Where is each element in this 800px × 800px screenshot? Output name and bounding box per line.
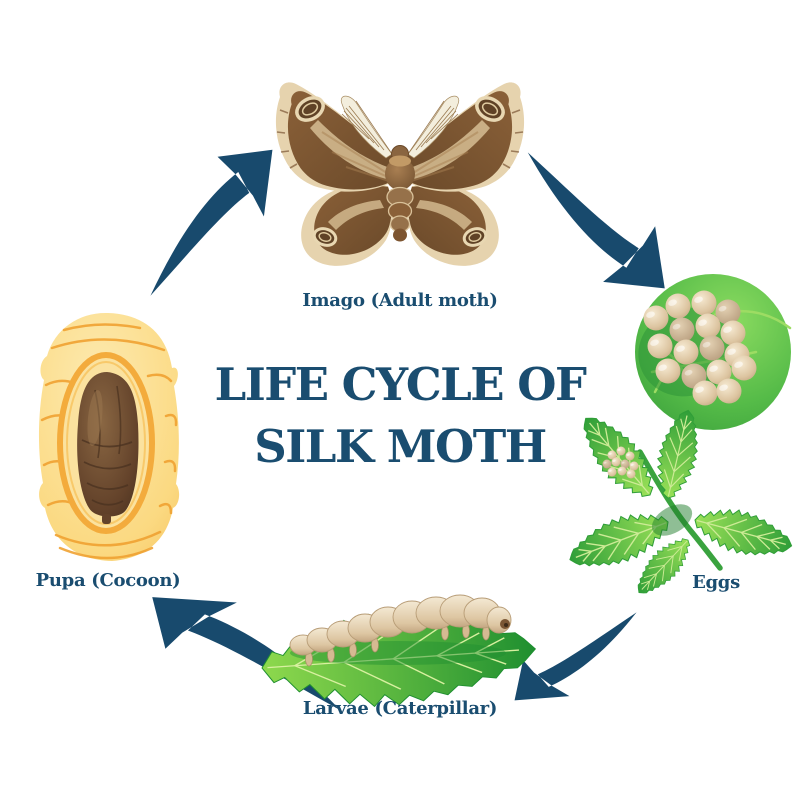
label-imago: Imago (Adult moth) xyxy=(302,290,498,311)
pupa-segment-ridges xyxy=(81,439,133,506)
label-larvae: Larvae (Caterpillar) xyxy=(302,698,498,719)
moth-illustration xyxy=(275,80,526,268)
caterpillar-eye xyxy=(504,623,508,627)
title-line-2: SILK MOTH xyxy=(254,420,547,473)
moth-body xyxy=(385,145,415,242)
moth-forewing-veins xyxy=(321,131,393,183)
moth-hindwing-stripe xyxy=(328,200,384,230)
page-title: LIFE CYCLE OF SILK MOTH xyxy=(0,354,800,478)
moth-right-half xyxy=(402,80,526,268)
pupa-highlight xyxy=(87,390,103,446)
moth-antenna-hatching xyxy=(341,100,393,155)
caterpillar-illustration xyxy=(257,594,540,716)
moth-collar xyxy=(389,155,411,167)
cocoon-illustration xyxy=(38,312,180,561)
title-line-1: LIFE CYCLE OF xyxy=(214,358,587,411)
arrow-pupa-to-imago-icon xyxy=(150,149,273,296)
moth-hindwing-eyespot-ring xyxy=(318,232,332,242)
label-pupa: Pupa (Cocoon) xyxy=(35,570,181,591)
moth-thorax xyxy=(385,158,415,190)
moth-hindwing-eyespot xyxy=(312,227,338,247)
moth-forewing-eyespot xyxy=(295,96,325,122)
label-eggs: Eggs xyxy=(692,572,740,593)
moth-abdomen-tip xyxy=(393,228,407,242)
moth-forewing-eyespot-ring xyxy=(301,102,319,116)
pupa-tail-nub xyxy=(102,514,111,524)
leaf-branch-illustration xyxy=(561,404,798,604)
arrow-imago-to-eggs-icon xyxy=(527,152,665,289)
moth-wing-edge-ticks xyxy=(276,109,298,169)
pupa-body xyxy=(77,372,139,524)
eggs-circle-illustration xyxy=(635,274,792,430)
branch-stem xyxy=(637,449,723,571)
leaf-overlap-shadow xyxy=(651,504,693,536)
moth-left-half xyxy=(275,82,396,266)
arrow-eggs-to-larvae-icon xyxy=(514,612,637,701)
caterpillar-legs xyxy=(305,623,490,667)
